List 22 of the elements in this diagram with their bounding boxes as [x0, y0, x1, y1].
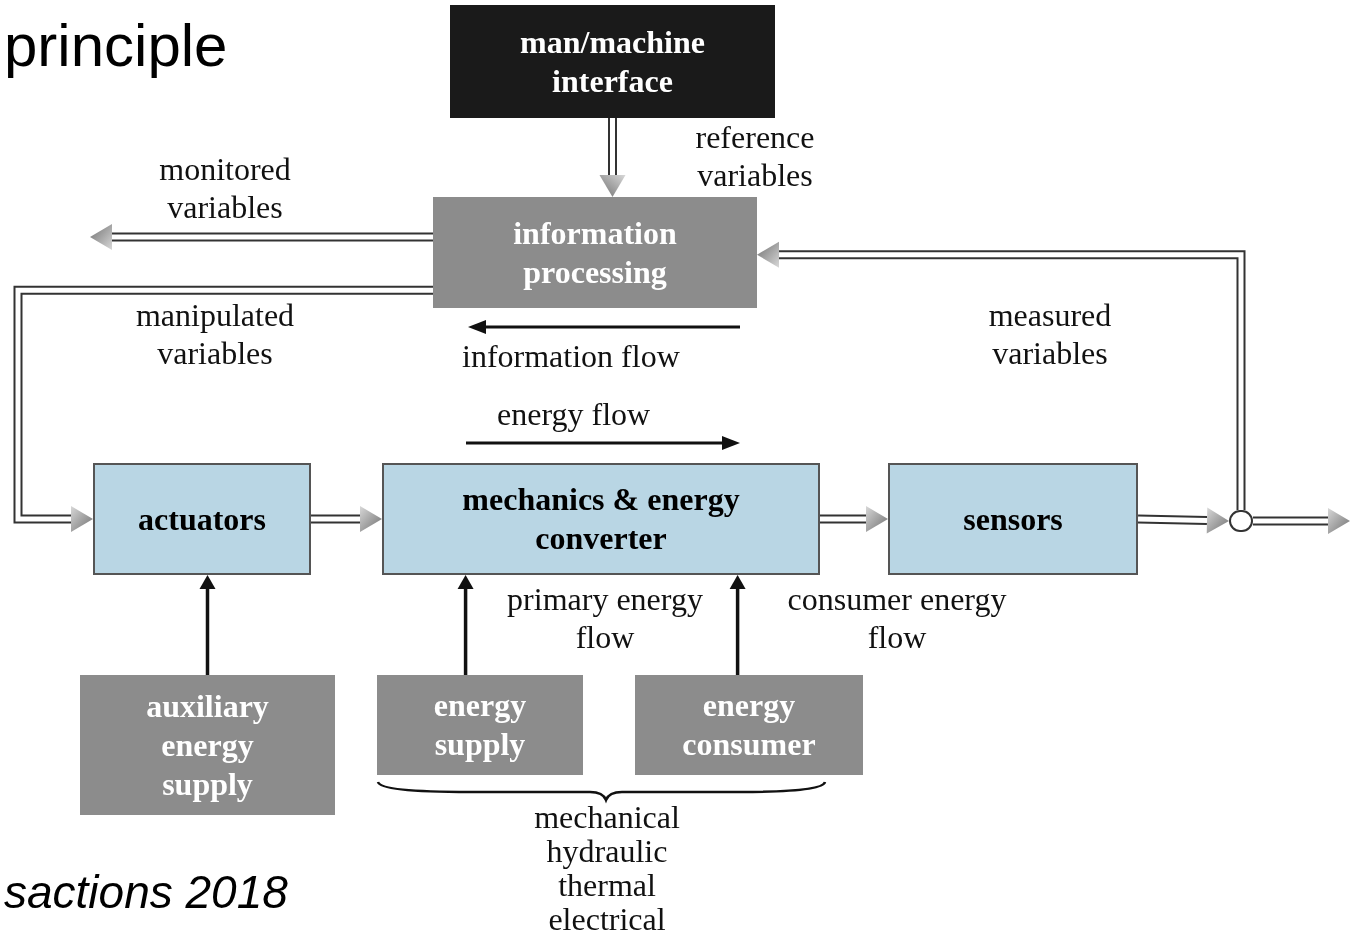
arrow [729, 575, 746, 675]
edge-label: reference variables [694, 118, 816, 194]
label: electrical [547, 900, 667, 938]
process-box: information processing [433, 197, 757, 308]
process-box: actuators [93, 463, 311, 575]
edge-label: consumer energy flow [786, 580, 1008, 656]
process-box: energy consumer [635, 675, 863, 775]
edge-label: primary energy flow [506, 580, 704, 656]
label: energy flow [497, 395, 651, 433]
label: information flow [462, 337, 680, 375]
title: principle [4, 11, 228, 81]
process-box: energy supply [377, 675, 583, 775]
process-box: man/machine interface [450, 5, 775, 118]
edge-label: monitored variables [158, 150, 292, 226]
process-box: sensors [888, 463, 1138, 575]
caption: sactions 2018 [4, 865, 288, 920]
edge-label: manipulated variables [134, 296, 296, 372]
edge-label: measured variables [987, 296, 1113, 372]
process-box: mechanics & energy converter [382, 463, 820, 575]
arrow [457, 575, 474, 675]
process-box: auxiliary energy supply [80, 675, 335, 815]
arrow [199, 575, 216, 675]
